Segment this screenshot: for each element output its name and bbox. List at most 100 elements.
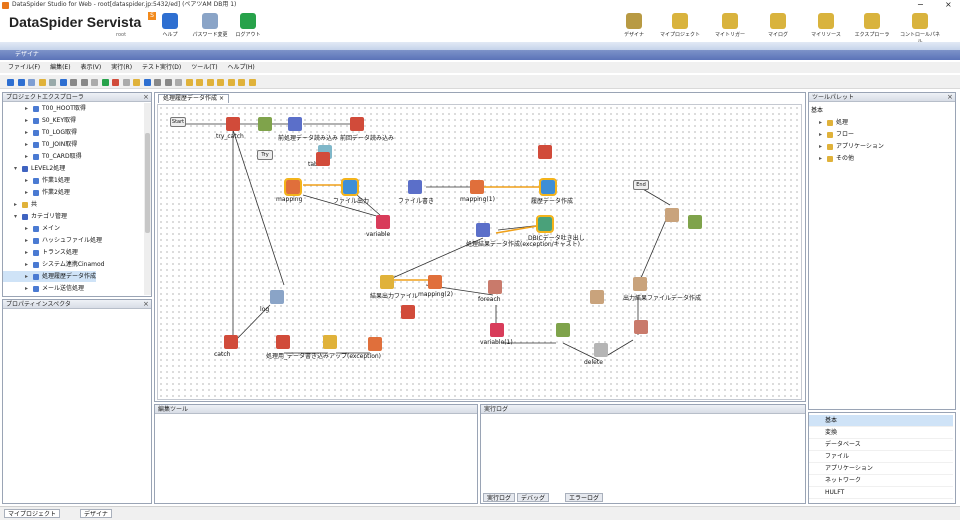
expand-right-icon[interactable]: ▸ (25, 225, 29, 232)
tree-item[interactable]: ▸処理履歴データ作成 (3, 271, 97, 282)
flow-node[interactable] (368, 337, 382, 351)
menu-tools[interactable]: ツール(T) (191, 64, 218, 71)
header-button-1[interactable]: パスワード変更 (190, 12, 230, 42)
expand-right-icon[interactable]: ▸ (25, 117, 29, 124)
flow-node[interactable] (665, 208, 679, 222)
toolbar-action-icon[interactable] (227, 79, 235, 86)
menu-help[interactable]: ヘルプ(H) (227, 64, 255, 71)
tree-item[interactable]: ▾LEVEL2処理 (3, 163, 65, 174)
toolbar-action-icon[interactable] (101, 79, 109, 86)
toolbar-action-icon[interactable] (206, 79, 214, 86)
explorer-scrollbar[interactable] (144, 103, 151, 295)
editor-tab-close-button[interactable]: × (218, 95, 224, 102)
flow-node[interactable] (556, 323, 570, 337)
editor-tab[interactable]: 処理履歴データ作成 × (158, 94, 229, 103)
tab-designer[interactable]: デザイナ (80, 509, 112, 518)
menu-run[interactable]: 実行(R) (111, 64, 133, 71)
project-explorer-close-button[interactable]: × (143, 93, 149, 101)
flow-node[interactable] (323, 335, 337, 349)
palette-tree-item[interactable]: ▸フロー (813, 129, 854, 140)
flow-node[interactable] (408, 180, 422, 194)
tree-item[interactable]: ▾カテゴリ管理 (3, 211, 67, 222)
flow-node[interactable] (341, 178, 359, 196)
flow-node[interactable] (270, 290, 284, 304)
toolbar-action-icon[interactable] (185, 79, 193, 86)
tree-item[interactable]: ▸作業1処理 (3, 175, 70, 186)
toolbar-action-icon[interactable] (70, 79, 77, 86)
flow-node[interactable] (470, 180, 484, 194)
expand-right-icon[interactable]: ▸ (25, 153, 29, 160)
expand-right-icon[interactable]: ▸ (25, 141, 29, 148)
flow-node[interactable]: End (633, 180, 649, 190)
tree-item[interactable]: ▸システム連携Cinamod (3, 259, 104, 270)
perspective-button-1[interactable]: マイプロジェクト (660, 12, 700, 42)
perspective-button-0[interactable]: デザイナ (614, 12, 654, 42)
tab-error-log[interactable]: エラーログ (565, 493, 604, 502)
palette-category[interactable]: ファイル (809, 451, 953, 463)
tab-my-project[interactable]: マイプロジェクト (4, 509, 61, 518)
flow-node[interactable] (401, 305, 415, 319)
toolbar-action-icon[interactable] (17, 79, 25, 86)
perspective-button-2[interactable]: マイトリガー (710, 12, 750, 42)
flow-node[interactable] (594, 343, 608, 357)
expand-right-icon[interactable]: ▸ (25, 285, 29, 292)
expand-right-icon[interactable]: ▸ (25, 261, 29, 268)
property-inspector-close-button[interactable]: × (143, 300, 149, 308)
menu-view[interactable]: 表示(V) (80, 64, 102, 71)
expand-right-icon[interactable]: ▸ (25, 249, 29, 256)
flow-node[interactable] (316, 152, 330, 166)
toolbar-action-icon[interactable] (7, 79, 14, 86)
palette-category[interactable]: データベース (809, 439, 953, 451)
toolbar-action-icon[interactable] (28, 79, 35, 86)
expand-right-icon[interactable]: ▸ (819, 131, 823, 138)
expand-right-icon[interactable]: ▸ (25, 237, 29, 244)
flow-node[interactable] (380, 275, 394, 289)
expand-right-icon[interactable]: ▸ (819, 143, 823, 150)
flow-node[interactable] (488, 280, 502, 294)
toolbar-action-icon[interactable] (248, 79, 256, 86)
tree-item[interactable]: ▸T0_JOIN取得 (3, 139, 77, 150)
toolbar-action-icon[interactable] (91, 79, 98, 86)
menu-edit[interactable]: 編集(E) (50, 64, 71, 71)
expand-down-icon[interactable]: ▾ (14, 213, 18, 220)
tree-item[interactable]: ▸S0_KEY取得 (3, 115, 76, 126)
palette-category[interactable]: ネットワーク (809, 475, 953, 487)
toolbar-action-icon[interactable] (143, 79, 151, 86)
expand-right-icon[interactable]: ▸ (14, 201, 18, 208)
expand-right-icon[interactable]: ▸ (25, 273, 29, 280)
toolbar-action-icon[interactable] (196, 79, 203, 86)
flow-node[interactable] (284, 178, 302, 196)
tree-item[interactable]: ▸T0_LOG取得 (3, 127, 77, 138)
palette-category[interactable]: 変換 (809, 427, 953, 439)
explorer-scroll-thumb[interactable] (145, 133, 150, 233)
flow-node[interactable] (288, 117, 302, 131)
tab-execution-log[interactable]: 実行ログ (483, 493, 516, 502)
flow-node[interactable] (258, 117, 272, 131)
toolbar-action-icon[interactable] (122, 79, 130, 86)
toolbar-action-icon[interactable] (112, 79, 119, 86)
toolbar-action-icon[interactable] (175, 79, 182, 86)
flow-node[interactable] (688, 215, 702, 229)
flow-node[interactable] (350, 117, 364, 131)
palette-tree-item[interactable]: ▸処理 (813, 117, 848, 128)
flow-node[interactable] (633, 277, 647, 291)
flow-node[interactable] (226, 117, 240, 131)
expand-right-icon[interactable]: ▸ (25, 189, 29, 196)
toolbar-action-icon[interactable] (59, 79, 67, 86)
flow-node[interactable] (376, 215, 390, 229)
palette-tree-item[interactable]: ▸アプリケーション (813, 141, 884, 152)
perspective-button-5[interactable]: エクスプローラ (852, 12, 892, 42)
menu-test-run[interactable]: テスト実行(D) (141, 64, 182, 71)
toolbar-action-icon[interactable] (38, 79, 46, 86)
tree-item[interactable]: ▸メール送信処理 (3, 283, 84, 294)
expand-right-icon[interactable]: ▸ (25, 177, 29, 184)
tree-item[interactable]: ▸T0_CARD取得 (3, 151, 82, 162)
flow-node[interactable] (634, 320, 648, 334)
tab-debug[interactable]: デバッグ (517, 493, 550, 502)
perspective-button-6[interactable]: コントロールパネル (900, 12, 940, 45)
toolbar-action-icon[interactable] (164, 79, 172, 86)
tree-item[interactable]: ▸トランス処理 (3, 247, 78, 258)
palette-category[interactable]: 基本 (809, 415, 953, 427)
expand-right-icon[interactable]: ▸ (25, 129, 29, 136)
palette-category[interactable]: HULFT (809, 487, 953, 499)
